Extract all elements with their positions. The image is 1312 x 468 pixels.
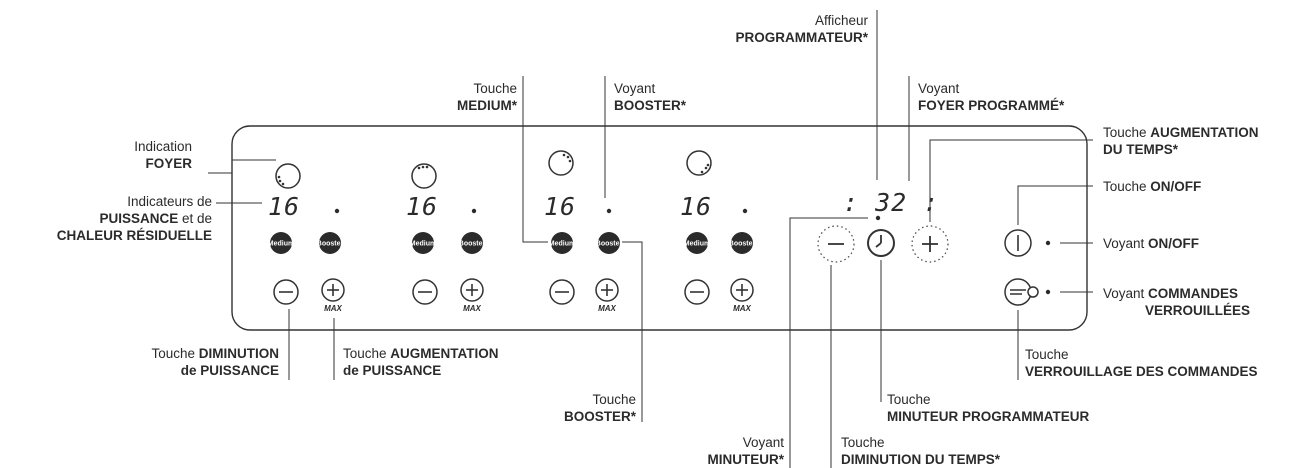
medium-button[interactable]: Medium <box>410 232 436 254</box>
zone-1: 16 Medium Booster MAX <box>268 163 345 313</box>
lock-led <box>1045 289 1051 295</box>
label-touche-booster: Touche BOOSTER* <box>563 392 636 424</box>
svg-text:Medium: Medium <box>268 241 294 248</box>
zone-indicator-icon <box>411 163 437 189</box>
booster-led <box>606 208 612 214</box>
leader-onoff-touch <box>1017 185 1093 225</box>
power-button[interactable] <box>1004 229 1032 257</box>
label-voyant-booster: Voyant BOOSTER* <box>614 81 687 113</box>
clock-icon[interactable] <box>867 229 895 257</box>
leader-touche-booster <box>622 241 643 422</box>
zone-indicator-icon <box>275 163 301 189</box>
lock-key-icon[interactable] <box>1004 278 1039 306</box>
minuteur-led <box>875 215 881 221</box>
booster-button[interactable]: Booster <box>729 232 756 254</box>
control-panel <box>231 125 1088 331</box>
label-indicateurs-puissance: Indicateurs de PUISSANCE et de CHALEUR R… <box>56 194 212 243</box>
zone-indicator-icon <box>686 150 712 176</box>
label-diminution-temps: Touche DIMINUTION DU TEMPS* <box>841 435 1001 467</box>
leader-foyer <box>208 159 276 174</box>
svg-text:MAX: MAX <box>733 304 751 313</box>
label-voyant-minuteur: Voyant MINUTEUR* <box>707 435 785 467</box>
label-afficheur-programmateur: Afficheur PROGRAMMATEUR* <box>735 13 869 45</box>
label-touche-medium: Touche MEDIUM* <box>457 81 517 113</box>
label-diminution-puissance: Touche DIMINUTION de PUISSANCE <box>151 346 279 378</box>
zone-3: 16 Medium Booster MAX <box>544 150 623 313</box>
minus-button[interactable] <box>549 279 575 305</box>
minus-button[interactable] <box>684 279 710 305</box>
label-verrouillage-commandes: Touche VERROUILLAGE DES COMMANDES <box>1025 347 1258 379</box>
medium-button[interactable]: Medium <box>549 232 575 254</box>
plus-button[interactable]: MAX <box>595 278 619 313</box>
power-display: 16 <box>544 192 576 221</box>
minus-button[interactable] <box>412 279 438 305</box>
booster-led <box>471 208 477 214</box>
svg-text:Medium: Medium <box>410 241 436 248</box>
leader-augmentation-temps <box>929 139 1093 222</box>
svg-text:Booster: Booster <box>596 241 623 248</box>
svg-text:MAX: MAX <box>463 304 481 313</box>
booster-button[interactable]: Booster <box>459 232 486 254</box>
plus-button[interactable]: MAX <box>730 278 754 313</box>
label-augmentation-temps: Touche AUGMENTATION DU TEMPS* <box>1103 125 1259 157</box>
zone-2: 16 Medium Booster MAX <box>406 163 486 313</box>
leader-voyant-minuteur <box>789 217 868 468</box>
zone-indicator-icon <box>548 150 574 176</box>
booster-led <box>334 208 340 214</box>
label-indication-foyer: Indication FOYER <box>134 139 192 171</box>
label-touche-onoff: Touche ON/OFF <box>1103 179 1202 194</box>
power-display: 16 <box>680 192 712 221</box>
timer-minus-button[interactable] <box>817 225 855 263</box>
minus-button[interactable] <box>273 279 299 305</box>
booster-button[interactable]: Booster <box>317 232 344 254</box>
medium-button[interactable]: Medium <box>268 232 294 254</box>
onoff-led <box>1045 240 1051 246</box>
plus-button[interactable]: MAX <box>460 278 484 313</box>
label-minuteur-programmateur: Touche MINUTEUR PROGRAMMATEUR <box>887 392 1090 424</box>
svg-text:Medium: Medium <box>549 241 575 248</box>
label-commandes-verrouillees: Voyant COMMANDES VERROUILLÉES <box>1103 286 1251 318</box>
svg-text:Booster: Booster <box>729 241 756 248</box>
leader-lines <box>208 10 1093 468</box>
label-augmentation-puissance: Touche AUGMENTATION de PUISSANCE <box>343 346 499 378</box>
plus-button[interactable]: MAX <box>321 278 345 313</box>
timer-section: : 32 : <box>817 188 949 263</box>
svg-text:MAX: MAX <box>598 304 616 313</box>
medium-button[interactable]: Medium <box>684 232 710 254</box>
timer-display: : 32 : <box>843 188 939 217</box>
label-voyant-onoff: Voyant ON/OFF <box>1103 236 1200 251</box>
booster-button[interactable]: Booster <box>596 232 623 254</box>
booster-led <box>742 208 748 214</box>
svg-text:MAX: MAX <box>324 304 342 313</box>
zone-4: 16 Medium Booster MAX <box>680 150 756 313</box>
power-display: 16 <box>406 192 438 221</box>
timer-plus-button[interactable] <box>911 225 949 263</box>
svg-text:Booster: Booster <box>459 241 486 248</box>
svg-text:Medium: Medium <box>684 241 710 248</box>
leader-medium <box>522 76 548 243</box>
power-display: 16 <box>268 192 300 221</box>
svg-text:Booster: Booster <box>317 241 344 248</box>
label-foyer-programme: Voyant FOYER PROGRAMMÉ* <box>918 81 1065 113</box>
